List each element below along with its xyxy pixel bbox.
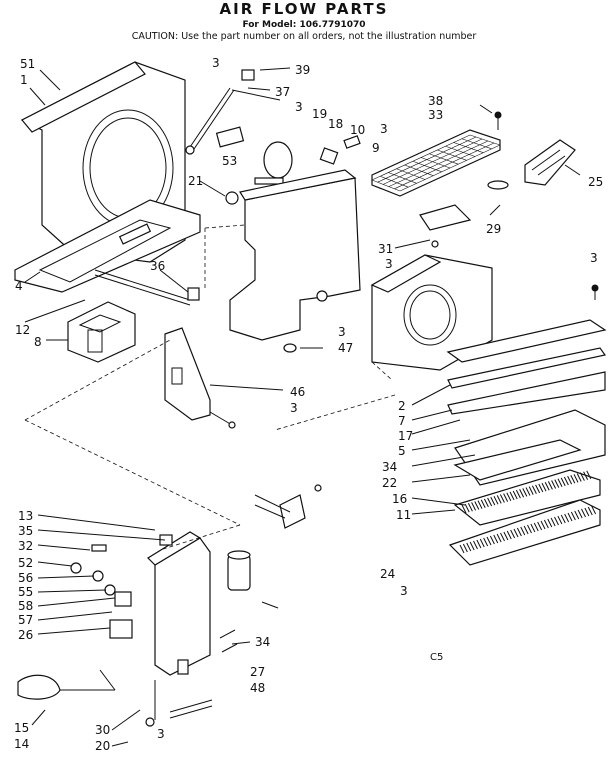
callout-label: 55 <box>18 585 33 599</box>
callout-label: 48 <box>250 681 265 695</box>
callout-label: 17 <box>398 429 413 443</box>
part-motor <box>215 126 361 205</box>
callout-label: 12 <box>15 323 30 337</box>
callout-label: 35 <box>18 524 33 538</box>
callout-label: 22 <box>382 476 397 490</box>
callout-label: 39 <box>295 63 310 77</box>
callout-label: 47 <box>338 341 353 355</box>
callout-label: 29 <box>486 222 501 236</box>
callout-label: 38 <box>428 94 443 108</box>
callout-label: C5 <box>430 652 443 663</box>
callout-label: 1 <box>20 73 28 87</box>
part-hardware-lower <box>145 601 279 727</box>
part-panel-stack <box>446 319 607 566</box>
callout-label: 16 <box>392 492 407 506</box>
part-rear-shroud <box>370 254 493 381</box>
callout-label: 30 <box>95 723 110 737</box>
part-control-board <box>164 327 297 429</box>
leader-lines <box>24 67 581 747</box>
callout-labels: 51 1 3 39 37 3 19 18 10 3 53 9 38 33 25 … <box>14 56 603 753</box>
callout-label: 57 <box>18 613 33 627</box>
callout-label: 15 <box>14 721 29 735</box>
callout-label: 21 <box>188 174 203 188</box>
callout-label: 18 <box>328 117 343 131</box>
callout-label: 3 <box>157 727 165 741</box>
callout-label: 2 <box>398 399 406 413</box>
callout-label: 52 <box>18 556 33 570</box>
callout-label: 4 <box>15 279 23 293</box>
callout-label: 34 <box>382 460 397 474</box>
part-small-bracket <box>419 204 472 248</box>
callout-label: 11 <box>396 508 411 522</box>
callout-label: 32 <box>18 539 33 553</box>
callout-label: 13 <box>18 509 33 523</box>
callout-label: 3 <box>385 257 393 271</box>
page-title: AIR FLOW PARTS <box>219 0 389 18</box>
callout-label: 19 <box>312 107 327 121</box>
callout-label: 31 <box>378 242 393 256</box>
callout-label: 10 <box>350 123 365 137</box>
callout-label: 33 <box>428 108 443 122</box>
callout-label: 36 <box>150 259 165 273</box>
callout-label: 3 <box>290 401 298 415</box>
part-screws-right <box>591 284 599 300</box>
part-control-panel <box>487 139 576 190</box>
model-number: For Model: 106.7791070 <box>242 20 366 30</box>
callout-label: 9 <box>372 141 380 155</box>
callout-label: 8 <box>34 335 42 349</box>
part-fan-blade <box>17 669 116 700</box>
part-control-box <box>147 531 211 676</box>
callout-label: 3 <box>338 325 346 339</box>
callout-label: 37 <box>275 85 290 99</box>
callout-label: 3 <box>380 122 388 136</box>
callout-label: 58 <box>18 599 33 613</box>
part-filter-grid <box>371 111 502 197</box>
part-switches <box>70 544 133 639</box>
reference-lines <box>24 339 396 551</box>
part-fan-motor-bracket <box>254 484 322 529</box>
callout-label: 56 <box>18 571 33 585</box>
callout-label: 3 <box>295 100 303 114</box>
callout-label: 20 <box>95 739 110 753</box>
part-base-pan <box>14 199 201 306</box>
callout-label: 24 <box>380 567 395 581</box>
part-bracket <box>67 301 136 363</box>
caution-note: CAUTION: Use the part number on all orde… <box>131 31 477 42</box>
callout-label: 3 <box>590 251 598 265</box>
callout-label: 53 <box>222 154 237 168</box>
callout-label: 46 <box>290 385 305 399</box>
callout-label: 7 <box>398 414 406 428</box>
callout-label: 27 <box>250 665 265 679</box>
part-clip <box>187 287 200 301</box>
part-rod <box>185 69 281 155</box>
callout-label: 5 <box>398 444 406 458</box>
callout-label: 3 <box>212 56 220 70</box>
callout-label: 3 <box>400 584 408 598</box>
callout-label: 14 <box>14 737 29 751</box>
part-partition <box>204 169 361 341</box>
part-capacitor <box>227 550 251 591</box>
callout-label: 26 <box>18 628 33 642</box>
callout-label: 34 <box>255 635 270 649</box>
callout-label: 25 <box>588 175 603 189</box>
callout-label: 51 <box>20 57 35 71</box>
